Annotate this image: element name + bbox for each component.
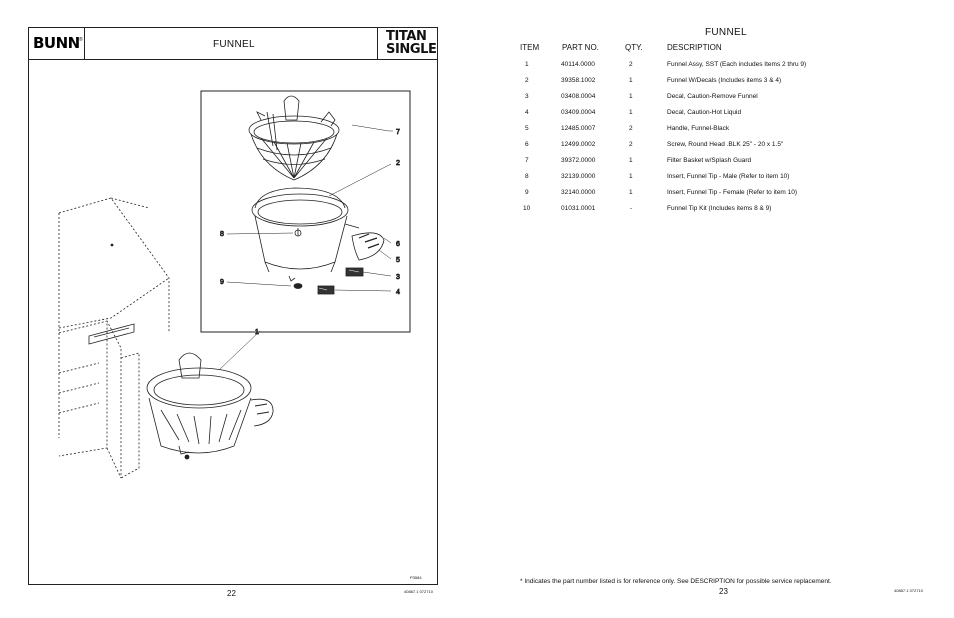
table-row: 2 39358.1002 1 Funnel W/Decals (Includes… [505,77,925,91]
callout-5: 5 [396,257,400,264]
column-header-description: DESCRIPTION [667,43,722,52]
part-number: 32140.0000 [561,189,596,196]
description: Decal, Caution-Hot Liquid [667,109,742,116]
funnel-exploded-diagram: 7 2 8 6 5 9 3 4 1 [58,90,411,479]
leader-lines [218,124,393,371]
part-number: 39358.1002 [561,77,596,84]
description: Funnel Tip Kit (Includes items 8 & 9) [667,205,772,212]
quantity: 1 [629,93,633,100]
item-number: 9 [525,189,529,196]
exploded-view-frame [200,90,411,333]
table-row: 10 01031.0001 - Funnel Tip Kit (Includes… [505,205,925,219]
callout-3: 3 [396,274,400,281]
quantity: - [630,205,633,212]
callout-8: 8 [220,231,224,238]
table-row: 7 39372.0000 1 Filter Basket w/Splash Gu… [505,157,925,171]
description: Funnel Assy, SST (Each includes Items 2 … [667,61,807,68]
quantity: 1 [629,157,633,164]
part-number: 03409.0004 [561,109,596,116]
item-number: 7 [525,157,529,164]
part-number: 40114.0000 [561,61,595,68]
model-box: TITAN SINGLE [377,28,437,59]
table-row: 4 03409.0004 1 Decal, Caution-Hot Liquid [505,109,925,123]
item-number: 3 [525,93,529,100]
table-row: 9 32140.0000 1 Insert, Funnel Tip - Fema… [505,189,925,203]
part-number: 32139.0000 [561,173,596,180]
funnel-body-illustration [251,187,349,289]
filter-basket-illustration [248,95,340,181]
column-header-item: ITEM [520,43,540,52]
description: Decal, Caution-Remove Funnel [667,93,758,100]
quantity: 2 [629,61,633,68]
figure-id: P3584 [410,575,422,580]
description: Insert, Funnel Tip - Female (Refer to it… [667,189,798,196]
table-row: 1 40114.0000 2 Funnel Assy, SST (Each in… [505,61,925,75]
callout-6: 6 [396,241,400,248]
left-doc-id: 40887.1 072710 [404,589,433,594]
item-number: 5 [525,125,529,132]
parts-list-title: FUNNEL [705,27,747,38]
item-number: 4 [525,109,529,116]
quantity: 2 [629,125,633,132]
description: Handle, Funnel-Black [667,125,730,132]
model-name-line2: SINGLE [386,42,437,57]
part-number: 39372.0000 [561,157,596,164]
table-row: 5 12485.0007 2 Handle, Funnel-Black [505,125,925,139]
right-doc-id: 40887.1 072710 [894,588,923,593]
logo-box: BUNN ® [29,28,85,59]
footnote: * Indicates the part number listed is fo… [520,578,832,585]
quantity: 2 [629,141,633,148]
registered-mark: ® [79,37,83,43]
item-number: 10 [523,205,531,212]
brewer-control-panel [88,243,135,345]
description: Insert, Funnel Tip - Male (Refer to item… [667,173,790,180]
item-number: 8 [525,173,529,180]
callout-9: 9 [220,279,224,286]
brewer-illustration [58,197,170,479]
decal-caution-remove-funnel [345,267,364,277]
description: Screw, Round Head .BLK 25" - 20 x 1.5" [667,141,784,148]
model-name-line1: TITAN [386,29,427,44]
header-title: FUNNEL [213,39,255,50]
left-page-number: 22 [227,589,236,598]
item-number: 6 [525,141,529,148]
callout-7: 7 [396,129,400,136]
right-page-number: 23 [719,587,728,596]
quantity: 1 [629,173,633,180]
left-page: BUNN ® FUNNEL TITAN SINGLE [28,27,438,585]
quantity: 1 [629,109,633,116]
item-number: 2 [525,77,529,84]
part-number: 12499.0002 [561,141,596,148]
part-number: 03408.0004 [561,93,596,100]
column-header-part-no: PART NO. [562,43,599,52]
funnel-assembly-illustration [146,352,274,460]
callout-4: 4 [396,289,400,296]
item-number: 1 [525,61,529,68]
part-number: 01031.0001 [561,205,596,212]
funnel-handle-illustration [344,223,385,261]
table-row: 8 32139.0000 1 Insert, Funnel Tip - Male… [505,173,925,187]
callout-2: 2 [396,160,400,167]
description: Funnel W/Decals (Includes items 3 & 4) [667,77,782,84]
table-row: 6 12499.0002 2 Screw, Round Head .BLK 25… [505,141,925,155]
part-number: 12485.0007 [561,125,596,132]
description: Filter Basket w/Splash Guard [667,157,752,164]
page-header: BUNN ® FUNNEL TITAN SINGLE [29,28,437,60]
bunn-logo: BUNN [33,34,80,52]
callout-1: 1 [255,329,259,336]
quantity: 1 [629,189,633,196]
column-header-qty: QTY. [625,43,643,52]
table-row: 3 03408.0004 1 Decal, Caution-Remove Fun… [505,93,925,107]
quantity: 1 [629,77,633,84]
